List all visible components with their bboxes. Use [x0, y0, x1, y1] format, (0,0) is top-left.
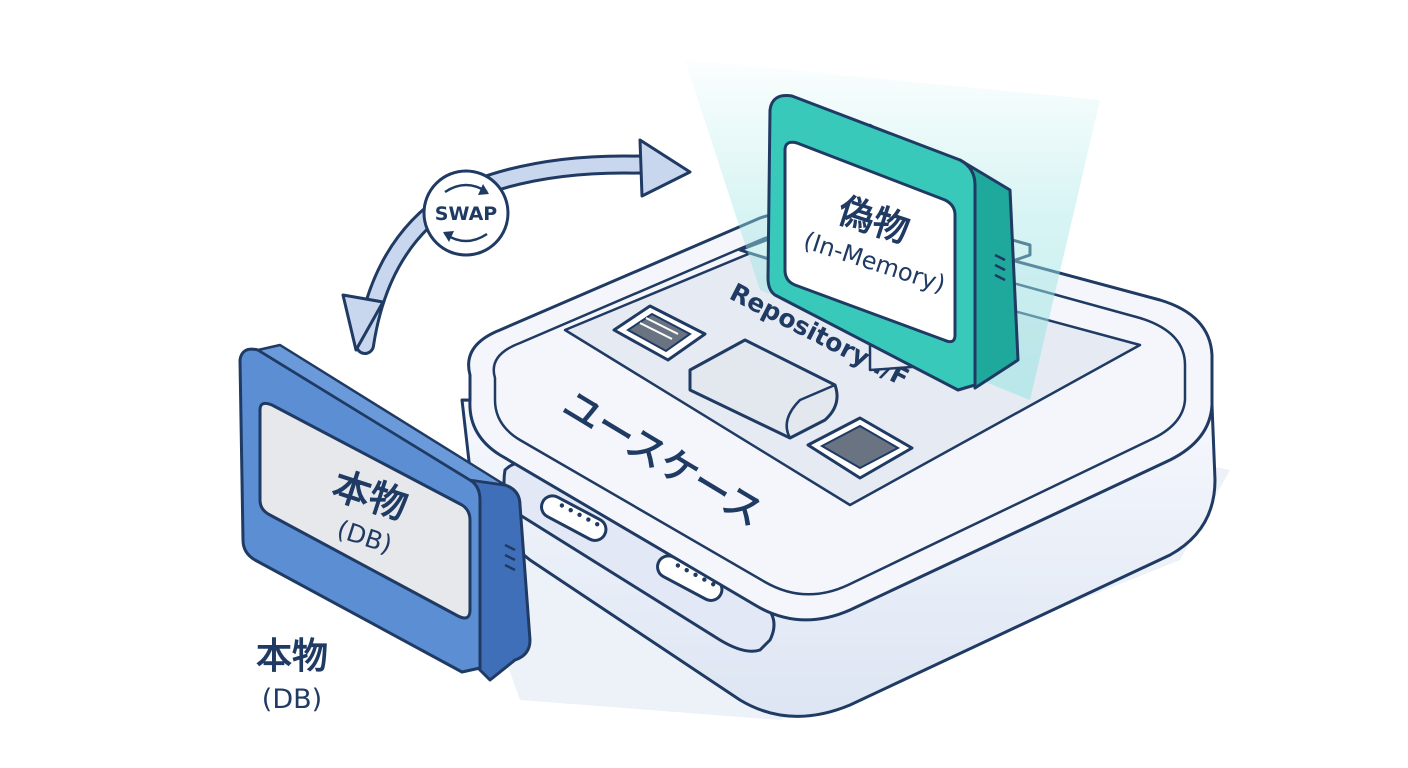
power-switch[interactable] — [612, 304, 707, 362]
swap-label: SWAP — [435, 203, 497, 225]
real-caption-subtitle: (DB) — [262, 684, 322, 715]
arrowhead-down-icon — [341, 293, 385, 352]
reset-button[interactable] — [806, 416, 914, 480]
real-cartridge: 本物 (DB) — [238, 343, 532, 682]
controller-port-1 — [540, 494, 608, 542]
swap-badge: SWAP — [422, 169, 510, 257]
real-caption-title: 本物 — [256, 636, 328, 677]
fake-cartridge: 偽物 (In-Memory) — [766, 94, 1020, 392]
eject-slider[interactable] — [688, 338, 839, 440]
swap-arrow: SWAP — [341, 138, 692, 355]
arrowhead-right-icon — [638, 138, 692, 198]
